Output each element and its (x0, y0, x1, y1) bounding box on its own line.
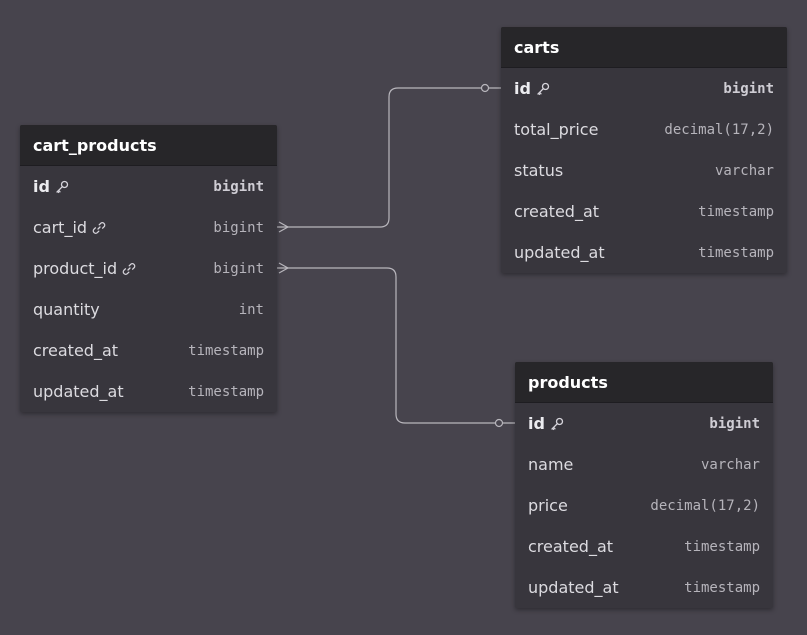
column-row-id[interactable]: id bigint (20, 166, 277, 207)
column-type: varchar (700, 456, 760, 473)
column-name-label: price (528, 496, 568, 515)
column-type: bigint (213, 219, 264, 236)
column-name-label: created_at (528, 537, 614, 556)
column-row-updated-at[interactable]: updated_at timestamp (20, 371, 277, 412)
column-row-product-id[interactable]: product_id bigint (20, 248, 277, 289)
column-row-created-at[interactable]: created_at timestamp (20, 330, 277, 371)
table-header[interactable]: products (515, 362, 773, 403)
column-name-label: id (528, 414, 545, 433)
connector-line (277, 267, 515, 424)
column-row-name[interactable]: name varchar (515, 444, 773, 485)
column-name: created_at (514, 202, 599, 221)
key-icon (55, 180, 69, 194)
column-type: timestamp (188, 383, 264, 400)
column-type: timestamp (698, 203, 774, 220)
column-type: varchar (714, 162, 774, 179)
column-row-id[interactable]: id bigint (515, 403, 773, 444)
column-name: status (514, 161, 563, 180)
column-row-price[interactable]: price decimal(17,2) (515, 485, 773, 526)
column-type: decimal(17,2) (664, 121, 774, 138)
table-header[interactable]: carts (501, 27, 787, 68)
column-row-created-at[interactable]: created_at timestamp (515, 526, 773, 567)
column-row-id[interactable]: id bigint (501, 68, 787, 109)
column-name: quantity (33, 300, 100, 319)
column-name: cart_id (33, 218, 106, 237)
column-type: timestamp (684, 579, 760, 596)
column-name: product_id (33, 259, 136, 278)
connector-line (277, 87, 501, 228)
column-type: bigint (709, 415, 760, 432)
column-name-label: quantity (33, 300, 100, 319)
column-name-label: updated_at (514, 243, 605, 262)
key-icon (536, 82, 550, 96)
column-name-label: created_at (514, 202, 600, 221)
column-name-label: total_price (514, 120, 599, 139)
column-name: id (528, 414, 564, 433)
column-row-cart-id[interactable]: cart_id bigint (20, 207, 277, 248)
table-carts[interactable]: carts id bigint total_price decimal(17,2) st… (501, 27, 787, 273)
column-name: price (528, 496, 568, 515)
column-name-label: id (33, 177, 50, 196)
table-products[interactable]: products id bigint name varchar price decimal… (515, 362, 773, 608)
column-name: name (528, 455, 573, 474)
column-type: timestamp (684, 538, 760, 555)
column-name-label: created_at (33, 341, 119, 360)
relationship-cart-id[interactable] (277, 83, 501, 233)
column-name-label: id (514, 79, 531, 98)
column-row-status[interactable]: status varchar (501, 150, 787, 191)
zero-marker-icon (480, 83, 490, 93)
column-row-quantity[interactable]: quantity int (20, 289, 277, 330)
column-row-created-at[interactable]: created_at timestamp (501, 191, 787, 232)
column-name-label: updated_at (528, 578, 619, 597)
column-name-label: status (514, 161, 564, 180)
column-name: updated_at (33, 382, 124, 401)
column-name: created_at (33, 341, 118, 360)
link-icon (92, 221, 106, 235)
column-type: timestamp (188, 342, 264, 359)
column-name: created_at (528, 537, 613, 556)
column-name: total_price (514, 120, 598, 139)
column-name-label: product_id (33, 259, 118, 278)
crows-foot-icon (278, 262, 289, 274)
column-type: decimal(17,2) (650, 497, 760, 514)
column-type: bigint (723, 80, 774, 97)
crows-foot-icon (278, 221, 289, 233)
column-name: updated_at (528, 578, 619, 597)
column-type: bigint (213, 260, 264, 277)
relationship-product-id[interactable] (277, 262, 515, 428)
key-icon (550, 417, 564, 431)
column-name-label: updated_at (33, 382, 124, 401)
table-header[interactable]: cart_products (20, 125, 277, 166)
column-row-updated-at[interactable]: updated_at timestamp (515, 567, 773, 608)
column-name-label: cart_id (33, 218, 88, 237)
column-name: updated_at (514, 243, 605, 262)
column-row-total-price[interactable]: total_price decimal(17,2) (501, 109, 787, 150)
column-type: timestamp (698, 244, 774, 261)
column-name: id (33, 177, 69, 196)
column-name-label: name (528, 455, 574, 474)
link-icon (122, 262, 136, 276)
column-row-updated-at[interactable]: updated_at timestamp (501, 232, 787, 273)
column-type: int (238, 301, 264, 318)
zero-marker-icon (494, 418, 504, 428)
column-name: id (514, 79, 550, 98)
column-type: bigint (213, 178, 264, 195)
